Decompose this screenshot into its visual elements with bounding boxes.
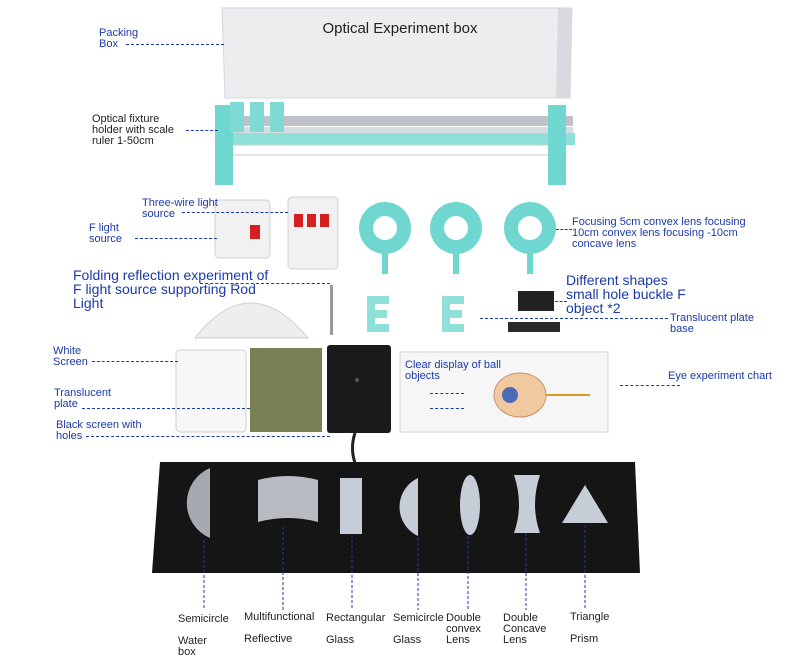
- leader-fixture-holder: [186, 130, 218, 131]
- label-eye-chart: Eye experiment chart: [668, 370, 772, 382]
- label-double-concave-lens: Double Concave Lens: [503, 612, 547, 646]
- label-packing-box: Packing Box: [99, 27, 139, 50]
- e-holders: [367, 296, 464, 332]
- screens: [175, 345, 391, 464]
- bottom-leader-lines: [203, 525, 586, 610]
- label-semicircle-water-box: Semicircle Water box: [178, 613, 229, 658]
- leader-eye-chart: [620, 385, 680, 386]
- leader-f-light-source: [135, 238, 217, 239]
- leader-folding-reflection: [200, 283, 330, 284]
- leader-white-screen: [92, 361, 178, 362]
- label-double-convex-lens: Double convex Lens: [446, 612, 481, 646]
- label-translucent-plate-base: Translucent plate base: [670, 312, 754, 335]
- label-fixture-holder: Optical fixture holder with scale ruler …: [92, 113, 174, 147]
- label-focusing-lens: Focusing 5cm convex lens focusing 10cm c…: [572, 216, 746, 250]
- label-semicircle-glass: Semicircle Glass: [393, 612, 444, 646]
- label-folding-reflection: Folding reflection experiment of F light…: [73, 267, 269, 311]
- packing-box: [221, 7, 573, 99]
- label-three-wire-light: Three-wire light source: [142, 197, 218, 220]
- hole-buckle-objects: [508, 291, 560, 332]
- optical-rail: [215, 102, 575, 185]
- leader-translucent-plate: [82, 408, 250, 409]
- f-light-source: [214, 196, 339, 270]
- label-translucent-plate: Translucent plate: [54, 387, 112, 410]
- label-triangle-prism: Triangle Prism: [570, 611, 610, 645]
- label-clear-display: Clear display of ball objects: [405, 359, 501, 382]
- label-different-shapes: Different shapes small hole buckle F obj…: [566, 272, 686, 316]
- leader-translucent-plate-base: [480, 318, 668, 319]
- leader-packing-box: [126, 44, 224, 45]
- optics-board: [152, 462, 640, 573]
- label-white-screen: White Screen: [53, 345, 88, 368]
- leader-different-shapes: [555, 301, 567, 302]
- label-rectangular-glass: Rectangular Glass: [326, 612, 386, 646]
- eye-chart: [399, 351, 609, 433]
- label-multifunctional-reflective: Multifunctional Reflective: [244, 611, 315, 645]
- leader-three-wire-light: [182, 212, 288, 213]
- box-title: Optical Experiment box: [322, 20, 478, 37]
- label-black-screen: Black screen with holes: [56, 419, 142, 442]
- folding-reflection-plate: [193, 285, 333, 339]
- leader-black-screen: [86, 436, 330, 437]
- lens-holders: [359, 202, 556, 274]
- arrow-clear-display-2: [430, 408, 464, 409]
- label-f-light-source: F light source: [89, 222, 123, 245]
- arrow-clear-display-1: [430, 393, 464, 394]
- leader-focusing-lens: [556, 229, 572, 230]
